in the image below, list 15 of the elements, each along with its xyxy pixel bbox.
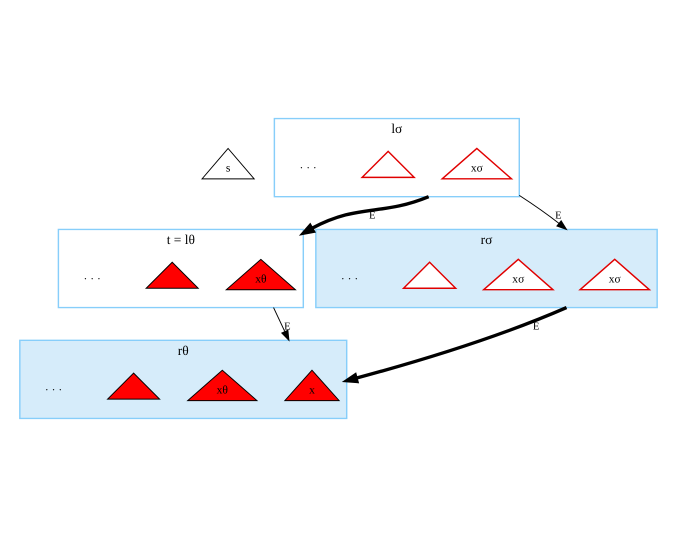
- node-triangle: [360, 150, 416, 178]
- node-triangle: [144, 261, 200, 288]
- arrow: [342, 306, 568, 383]
- label: · · ·: [299, 161, 317, 174]
- node-triangle: [402, 260, 458, 288]
- edge-label: E: [284, 321, 291, 332]
- label: · · ·: [340, 272, 358, 286]
- arrow: [518, 194, 568, 230]
- label: · · ·: [83, 272, 101, 286]
- label: · · ·: [44, 382, 62, 396]
- arrow: [298, 194, 430, 236]
- edge-label: E: [555, 210, 562, 222]
- edge-label: E: [532, 321, 540, 332]
- node-triangle: [106, 372, 161, 400]
- arrow: [273, 306, 290, 342]
